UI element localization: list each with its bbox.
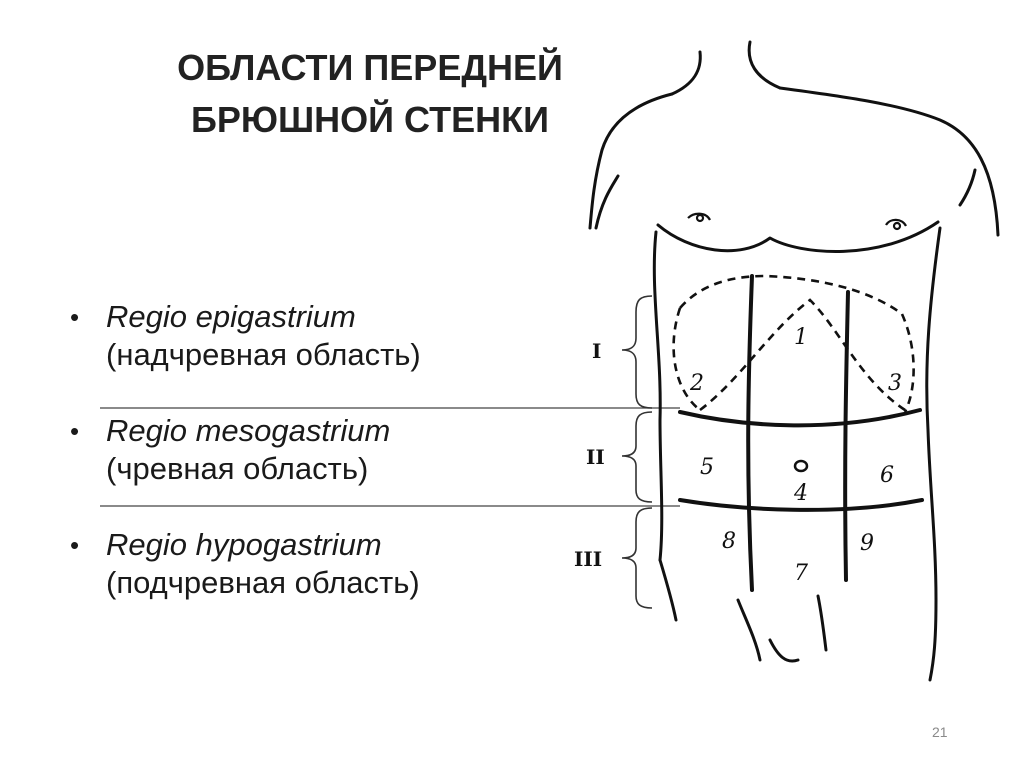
level-label-2: II (586, 445, 605, 469)
groin-right-outline (816, 594, 828, 652)
costal-arch-upper (679, 274, 903, 316)
title-line-1: ОБЛАСТИ ПЕРЕДНЕЙ (177, 47, 563, 88)
slide-number: 21 (932, 724, 948, 740)
level-label-1: I (592, 339, 601, 363)
thigh-left-outline (658, 558, 678, 622)
torso-left-outline (652, 230, 664, 562)
bullet-hypogastrium: • Regio hypogastrium (подчревная область… (70, 526, 626, 602)
vertical-line-left (746, 274, 754, 592)
region-number-7: 7 (794, 561, 808, 586)
title-line-2: БРЮШНОЙ СТЕНКИ (190, 99, 549, 140)
bullet-russian-term: (чревная область) (106, 451, 369, 486)
left-nipple-outline (687, 212, 711, 221)
genital-outline (768, 638, 800, 663)
level-label-3: III (574, 547, 602, 571)
region-number-5: 5 (700, 455, 714, 480)
left-arm-inner-outline (594, 174, 620, 230)
horizontal-line-upper (678, 408, 922, 428)
right-nipple-dot (892, 221, 902, 231)
right-arm-inner-outline (958, 168, 977, 207)
bullet-dot: • (70, 302, 80, 332)
region-number-3: 3 (888, 371, 902, 396)
thigh-right-outline (928, 598, 938, 682)
bullet-latin-term: Regio hypogastrium (106, 527, 382, 562)
bullet-dot: • (70, 416, 80, 446)
vertical-line-right (843, 290, 850, 582)
neck-right-outline (747, 40, 782, 90)
bullet-russian-term: (надчревная область) (106, 337, 421, 372)
chest-outline (656, 220, 940, 253)
region-number-2: 2 (689, 371, 704, 396)
bullet-russian-term: (подчревная область) (106, 565, 420, 600)
neck-left-outline (670, 50, 702, 96)
region-number-6: 6 (880, 463, 894, 488)
slide-title: ОБЛАСТИ ПЕРЕДНЕЙ БРЮШНОЙ СТЕНКИ (140, 42, 600, 146)
bullet-mesogastrium: • Regio mesogastrium (чревная область) (70, 412, 626, 488)
left-nipple-dot (695, 213, 705, 223)
bracket-level-3 (621, 507, 653, 609)
groin-left-outline (736, 598, 762, 662)
torso-right-outline (925, 226, 942, 602)
navel-icon (793, 459, 809, 473)
region-number-8: 8 (722, 529, 736, 554)
costal-arch-left-lobe (672, 307, 701, 412)
epigastric-angle (699, 298, 906, 412)
right-shoulder-outline (778, 86, 1000, 237)
right-nipple-outline (885, 218, 907, 227)
bullet-latin-term: Regio epigastrium (106, 299, 356, 334)
region-number-9: 9 (860, 531, 874, 556)
bullet-epigastrium: • Regio epigastrium (надчревная область) (70, 298, 626, 374)
costal-arch-right-lobe (900, 313, 915, 413)
bracket-level-2 (621, 411, 653, 503)
bullet-dot: • (70, 530, 80, 560)
region-number-4: 4 (793, 481, 808, 506)
horizontal-line-lower (678, 498, 924, 512)
bracket-level-1 (621, 295, 653, 409)
region-number-1: 1 (794, 325, 808, 350)
left-shoulder-outline (588, 92, 674, 230)
bullet-latin-term: Regio mesogastrium (106, 413, 391, 448)
